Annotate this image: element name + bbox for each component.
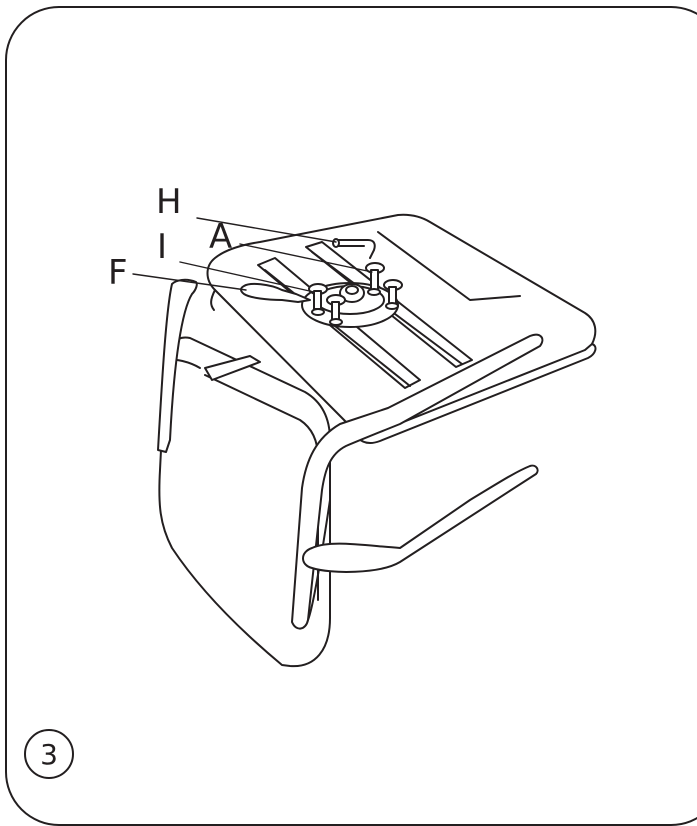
step-number-badge: 3 <box>24 729 74 779</box>
hex-key <box>332 238 376 259</box>
chair-assembly-illustration <box>132 213 597 668</box>
label-i: I <box>157 227 168 267</box>
label-h: H <box>156 182 182 222</box>
frame-right-tube <box>291 333 544 630</box>
bolts <box>308 262 403 326</box>
label-a: A <box>209 217 233 257</box>
screwdriver <box>240 282 311 303</box>
label-f: F <box>108 253 128 293</box>
leader-lines <box>132 217 373 293</box>
frame-left-rail <box>157 278 198 453</box>
frame-runner <box>302 464 539 573</box>
frame-crossbar <box>204 355 261 381</box>
step-number: 3 <box>40 737 58 771</box>
